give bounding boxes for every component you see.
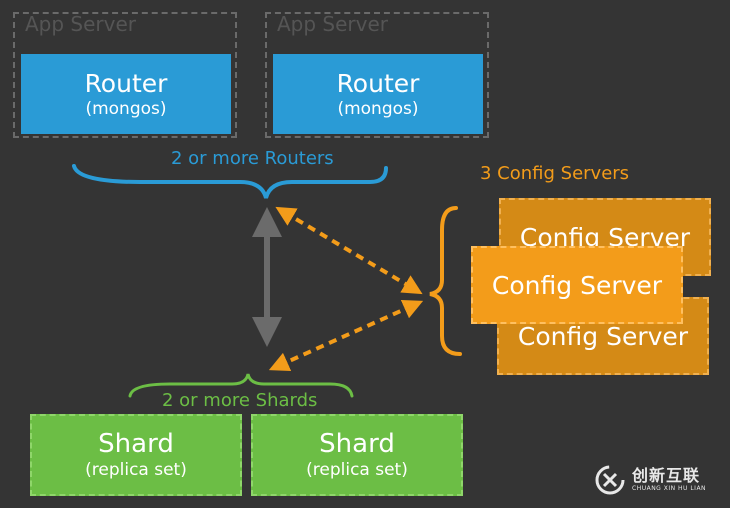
config-server-box-2: Config Server — [471, 246, 683, 324]
router-subtitle: (mongos) — [337, 99, 419, 119]
config-brace — [429, 206, 462, 356]
router-title: Router — [84, 69, 168, 98]
watermark-text: 创新互联 — [632, 466, 701, 485]
app-server-label: App Server — [25, 12, 137, 36]
watermark-subtext: CHUANG XIN HU LIAN — [632, 485, 707, 492]
shards-group-label: 2 or more Shards — [162, 390, 318, 411]
config-group-label: 3 Config Servers — [480, 163, 630, 184]
shard-config-arrow — [268, 299, 424, 372]
app-server-container-1: App Server — [13, 12, 237, 138]
app-server-container-2: App Server — [265, 12, 489, 138]
shard-subtitle: (replica set) — [85, 460, 187, 480]
config-server-title: Config Server — [517, 321, 689, 351]
shard-box-1: Shard (replica set) — [30, 414, 242, 496]
router-config-arrow — [275, 206, 423, 295]
watermark: 创新互联 CHUANG XIN HU LIAN — [594, 462, 724, 498]
shard-subtitle: (replica set) — [306, 460, 408, 480]
shard-title: Shard — [319, 429, 395, 459]
router-title: Router — [336, 69, 420, 98]
app-server-label: App Server — [277, 12, 389, 36]
routers-group-label: 2 or more Routers — [171, 148, 334, 169]
router-box-2: Router (mongos) — [273, 54, 483, 134]
router-box-1: Router (mongos) — [21, 54, 231, 134]
shard-box-2: Shard (replica set) — [251, 414, 463, 496]
routers-brace — [72, 164, 388, 199]
shard-title: Shard — [98, 429, 174, 459]
router-subtitle: (mongos) — [85, 99, 167, 119]
watermark-logo-icon — [595, 465, 625, 495]
config-server-title: Config Server — [491, 270, 663, 300]
shards-brace — [128, 373, 354, 398]
